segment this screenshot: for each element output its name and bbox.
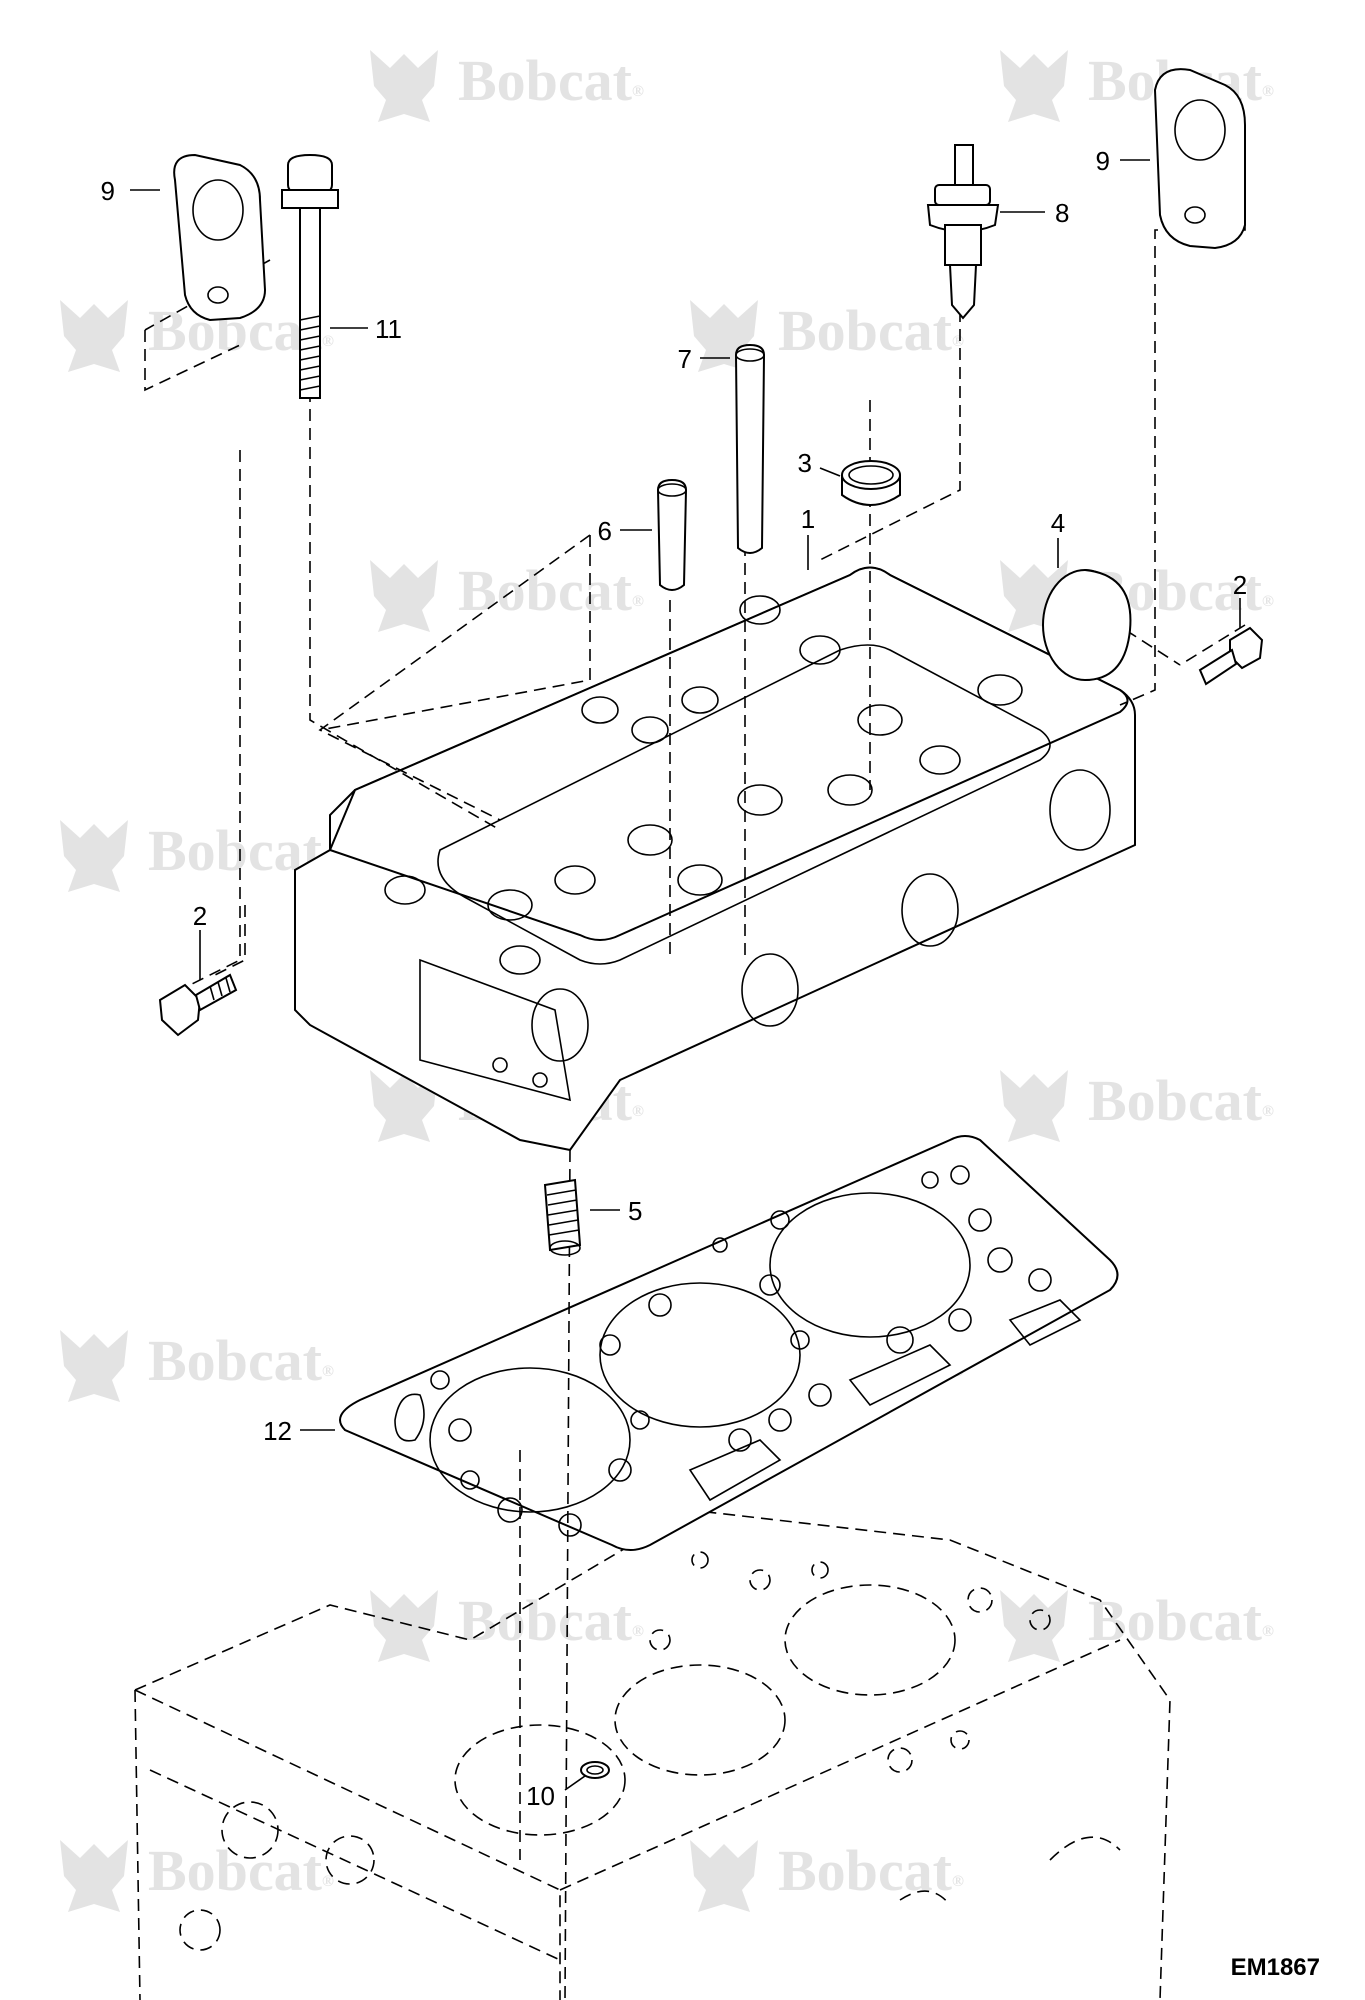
brand-logo-icon — [60, 300, 128, 372]
brand-logo-icon — [60, 820, 128, 892]
watermark-mark: Bobcat® — [370, 558, 644, 632]
head-gasket-icon — [339, 1135, 1119, 1551]
watermark-brand-text: Bobcat® — [1088, 1068, 1274, 1133]
brand-logo-icon — [1000, 1070, 1068, 1142]
watermark-mark: Bobcat® — [60, 1838, 334, 1912]
svg-text:7: 7 — [678, 344, 692, 374]
callout-9-left: 9 — [101, 176, 160, 206]
svg-text:1: 1 — [801, 504, 815, 534]
callout-3: 3 — [798, 448, 841, 478]
watermark-mark: Bobcat® — [60, 1328, 334, 1402]
o-ring-icon — [580, 1761, 610, 1779]
brand-logo-icon — [690, 1840, 758, 1912]
brand-logo-icon — [1000, 50, 1068, 122]
watermark-mark: Bobcat® — [1000, 1588, 1274, 1662]
watermark-brand-text: Bobcat® — [458, 558, 644, 623]
callout-9-right: 9 — [1096, 146, 1150, 176]
watermark-mark: Bobcat® — [60, 818, 334, 892]
svg-text:9: 9 — [101, 176, 115, 206]
svg-text:8: 8 — [1055, 198, 1069, 228]
brand-logo-icon — [60, 1330, 128, 1402]
callout-8: 8 — [1000, 198, 1069, 228]
brand-logo-icon — [370, 560, 438, 632]
watermark-brand-text: Bobcat® — [458, 1588, 644, 1653]
svg-text:5: 5 — [628, 1196, 642, 1226]
callout-6: 6 — [598, 516, 652, 546]
svg-text:6: 6 — [598, 516, 612, 546]
callout-12: 12 — [263, 1416, 335, 1446]
svg-text:2: 2 — [1233, 570, 1247, 600]
svg-text:11: 11 — [375, 314, 402, 344]
callout-2-left: 2 — [193, 901, 207, 980]
watermark-mark: Bobcat® — [370, 1588, 644, 1662]
brand-logo-icon — [370, 50, 438, 122]
head-bolt-icon — [281, 153, 339, 399]
drawing-id: EM1867 — [1231, 1954, 1320, 1981]
watermark-brand-text: Bobcat® — [778, 1838, 964, 1903]
callout-7: 7 — [678, 344, 730, 374]
watermark-mark: Bobcat® — [370, 48, 644, 122]
brand-logo-icon — [1000, 1590, 1068, 1662]
alignment-lines — [144, 165, 1246, 2000]
watermark-brand-text: Bobcat® — [1088, 1588, 1274, 1653]
cylinder-head-icon — [294, 566, 1136, 1152]
flange-bolt-icon — [158, 626, 1264, 1037]
callout-2-right: 2 — [1233, 570, 1247, 628]
svg-text:2: 2 — [193, 901, 207, 931]
seal-ring-icon — [841, 460, 901, 506]
callout-10: 10 — [526, 1775, 586, 1811]
temperature-sensor-icon — [926, 144, 1000, 320]
svg-text:10: 10 — [526, 1781, 555, 1811]
plug-cap-icon — [1042, 569, 1132, 681]
callout-5: 5 — [590, 1196, 642, 1226]
svg-text:12: 12 — [263, 1416, 292, 1446]
watermark-brand-text: Bobcat® — [148, 1838, 334, 1903]
watermark-mark: Bobcat® — [690, 298, 964, 372]
callout-11: 11 — [330, 314, 402, 344]
stud-icon — [543, 1178, 582, 1256]
lifting-hanger-icon — [173, 68, 1246, 322]
svg-text:3: 3 — [798, 448, 812, 478]
brand-logo-icon — [370, 1070, 438, 1142]
callout-4: 4 — [1051, 508, 1065, 568]
callout-1: 1 — [801, 504, 815, 570]
watermark-brand-text: Bobcat® — [458, 48, 644, 113]
watermark-brand-text: Bobcat® — [148, 1328, 334, 1393]
engine-block-icon — [134, 1509, 1171, 2000]
svg-text:9: 9 — [1096, 146, 1110, 176]
valve-guide-icon — [656, 343, 766, 591]
watermark-mark: Bobcat® — [1000, 1068, 1274, 1142]
brand-logo-icon — [60, 1840, 128, 1912]
brand-logo-icon — [370, 1590, 438, 1662]
svg-text:4: 4 — [1051, 508, 1065, 538]
watermark-mark: Bobcat® — [690, 1838, 964, 1912]
watermark-brand-text: Bobcat® — [778, 298, 964, 363]
